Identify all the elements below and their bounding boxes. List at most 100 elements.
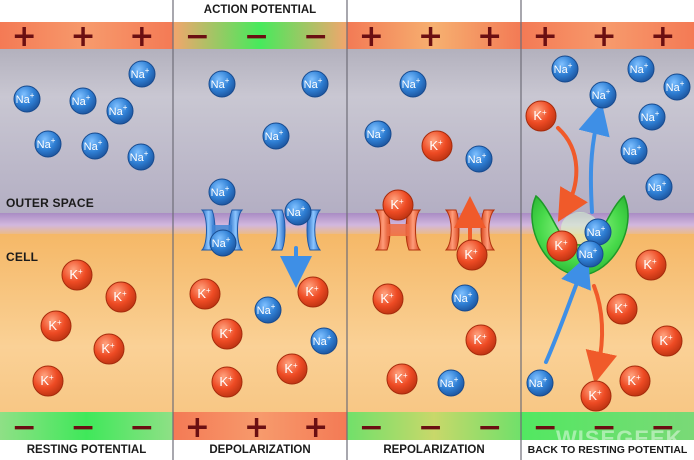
bottom-band-depolarization bbox=[173, 412, 347, 440]
potassium-ion: K+ bbox=[421, 130, 453, 162]
charge-sign-bottom-0-0: − bbox=[12, 410, 37, 445]
charge-sign-bottom-2-1: − bbox=[418, 410, 443, 445]
potassium-ion: K+ bbox=[105, 281, 137, 313]
sodium-ion-circle bbox=[106, 97, 134, 125]
sodium-ion: Na+ bbox=[69, 87, 97, 115]
sodium-ion: Na+ bbox=[34, 130, 62, 158]
charge-sign-top-2-0: + bbox=[359, 19, 384, 54]
sodium-ion: Na+ bbox=[465, 145, 493, 173]
sodium-ion-circle bbox=[69, 87, 97, 115]
sodium-ion-circle bbox=[451, 284, 479, 312]
sodium-ion-circle bbox=[638, 103, 666, 131]
ions-layer: Na+Na+Na+Na+Na+Na+Na+Na+Na+Na+Na+Na+Na+N… bbox=[13, 55, 691, 412]
charge-sign-bottom-3-1: − bbox=[591, 410, 616, 445]
charge-sign-top-1-1: − bbox=[244, 19, 269, 54]
sodium-ion-circle bbox=[127, 143, 155, 171]
charge-sign-top-2-2: + bbox=[477, 19, 502, 54]
potassium-ion: K+ bbox=[211, 318, 243, 350]
sodium-ion: Na+ bbox=[645, 173, 673, 201]
potassium-ion: K+ bbox=[40, 310, 72, 342]
charge-sign-top-1-2: − bbox=[303, 19, 328, 54]
charge-sign-top-0-0: + bbox=[12, 19, 37, 54]
potassium-ion: K+ bbox=[619, 365, 651, 397]
potassium-ion-circle bbox=[211, 318, 243, 350]
sodium-ion-circle bbox=[262, 122, 290, 150]
charge-sign-top-3-1: + bbox=[591, 19, 616, 54]
potassium-ion-circle bbox=[32, 365, 64, 397]
charge-sign-bottom-3-0: − bbox=[533, 410, 558, 445]
potassium-ion-circle bbox=[456, 239, 488, 271]
sodium-ion: Na+ bbox=[284, 198, 312, 226]
potassium-ion-circle bbox=[465, 324, 497, 356]
top-band-depolarization bbox=[173, 22, 347, 49]
potassium-ion: K+ bbox=[297, 276, 329, 308]
sodium-ion: Na+ bbox=[127, 143, 155, 171]
sodium-ion-circle bbox=[254, 296, 282, 324]
potassium-ion-circle bbox=[546, 230, 578, 262]
potassium-ion-circle bbox=[93, 333, 125, 365]
potassium-ion-circle bbox=[40, 310, 72, 342]
panel-label-repolarization: REPOLARIZATION bbox=[383, 444, 485, 456]
panel-label-depolarization: DEPOLARIZATION bbox=[209, 444, 311, 456]
potassium-ion-circle bbox=[651, 325, 683, 357]
charge-sign-top-0-2: + bbox=[129, 19, 154, 54]
sodium-ion-circle bbox=[526, 369, 554, 397]
potassium-ion-circle bbox=[386, 363, 418, 395]
sodium-ion-circle bbox=[209, 229, 237, 257]
sodium-ion-circle bbox=[284, 198, 312, 226]
sodium-ion-circle bbox=[576, 240, 604, 268]
sodium-ion: Na+ bbox=[310, 327, 338, 355]
sodium-ion-circle bbox=[208, 70, 236, 98]
sodium-ion: Na+ bbox=[638, 103, 666, 131]
charge-sign-bottom-3-2: − bbox=[650, 410, 675, 445]
charge-sign-top-0-1: + bbox=[70, 19, 95, 54]
sodium-ion-circle bbox=[128, 60, 156, 88]
potassium-ion: K+ bbox=[189, 278, 221, 310]
potassium-ion: K+ bbox=[276, 353, 308, 385]
sodium-ion-circle bbox=[551, 55, 579, 83]
potassium-ion: K+ bbox=[32, 365, 64, 397]
potassium-ion-circle bbox=[372, 283, 404, 315]
charge-signs: +++−−−++++++−−−+++−−−−−− bbox=[12, 19, 676, 445]
charge-sign-bottom-1-0: + bbox=[185, 410, 210, 445]
potassium-ion-circle bbox=[105, 281, 137, 313]
potassium-ion-circle bbox=[580, 380, 612, 412]
sodium-to-pump-arrow bbox=[544, 255, 591, 364]
sodium-ion-circle bbox=[663, 73, 691, 101]
potassium-ion: K+ bbox=[61, 259, 93, 291]
sodium-ion: Na+ bbox=[437, 369, 465, 397]
potassium-ion-circle bbox=[297, 276, 329, 308]
potassium-ion-circle bbox=[276, 353, 308, 385]
potassium-pumped-in-arrow bbox=[556, 126, 588, 222]
sodium-ion: Na+ bbox=[262, 122, 290, 150]
sodium-ion-circle bbox=[589, 81, 617, 109]
potassium-ion: K+ bbox=[606, 293, 638, 325]
charge-sign-bottom-2-0: − bbox=[359, 410, 384, 445]
sodium-ion-circle bbox=[310, 327, 338, 355]
top-band-resting bbox=[0, 22, 173, 49]
sodium-pumped-out-arrow bbox=[578, 102, 610, 214]
potassium-ion-circle bbox=[211, 366, 243, 398]
charge-sign-bottom-1-2: + bbox=[303, 410, 328, 445]
sodium-ion: Na+ bbox=[526, 369, 554, 397]
sodium-ion: Na+ bbox=[589, 81, 617, 109]
sodium-ion: Na+ bbox=[208, 178, 236, 206]
sodium-ion-circle bbox=[437, 369, 465, 397]
sodium-ion: Na+ bbox=[551, 55, 579, 83]
potassium-ion-circle bbox=[635, 249, 667, 281]
charge-sign-bottom-2-2: − bbox=[477, 410, 502, 445]
outer-space-label: OUTER SPACE bbox=[6, 196, 94, 210]
sodium-ion-circle bbox=[208, 178, 236, 206]
potassium-ion: K+ bbox=[651, 325, 683, 357]
sodium-ion: Na+ bbox=[128, 60, 156, 88]
panel-dividers bbox=[172, 0, 522, 460]
sodium-ion-circle bbox=[364, 120, 392, 148]
potassium-ion-circle bbox=[61, 259, 93, 291]
potassium-ion: K+ bbox=[546, 230, 578, 262]
potassium-ion: K+ bbox=[456, 239, 488, 271]
bottom-band-resting bbox=[0, 412, 173, 440]
panel-label-back-to-resting: BACK TO RESTING POTENTIAL bbox=[527, 444, 688, 456]
top-charge-bands bbox=[0, 22, 694, 49]
